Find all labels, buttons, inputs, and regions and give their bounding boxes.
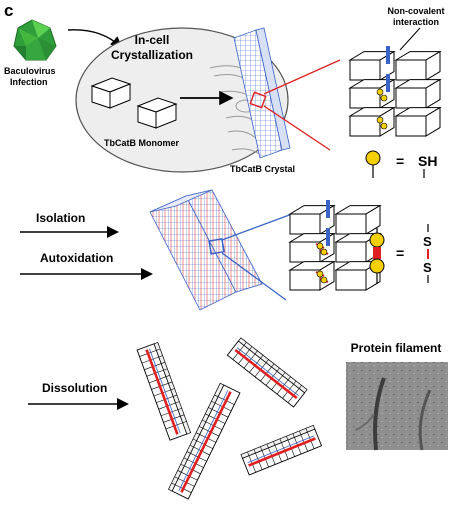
cysteine-dot-2 xyxy=(380,94,388,102)
zoom-line-blue-1 xyxy=(221,213,293,241)
lattice-cube-r0-c1 xyxy=(334,204,382,235)
infection-arrow xyxy=(67,29,123,48)
interface-blue-bar-2 xyxy=(386,74,390,92)
monomer-box-1 xyxy=(90,77,132,109)
monomer-box-2 xyxy=(136,97,178,129)
panel-label: c xyxy=(4,1,13,20)
lattice-cube-r2-c0 xyxy=(288,260,336,291)
filament-group xyxy=(136,337,323,500)
non-covalent-label-line1: Non-covalent xyxy=(387,6,444,16)
lattice-cube-r1-c0 xyxy=(348,78,396,109)
sh-equals: = xyxy=(396,153,404,169)
insect-cell xyxy=(75,27,289,173)
isolation-label: Isolation xyxy=(36,211,85,225)
zoom-line-red-1 xyxy=(263,59,341,95)
crystal-label: TbCatB Crystal xyxy=(230,164,295,174)
sh-label: SH xyxy=(418,153,437,169)
lattice-top xyxy=(348,46,442,137)
interface-blue-bar-1 xyxy=(386,46,390,64)
lattice-cube-r2-c1 xyxy=(394,106,442,137)
cysteine-dot-1 xyxy=(376,88,384,96)
cysteine-dot-2 xyxy=(320,248,328,256)
filament-2 xyxy=(226,337,308,408)
filament-1 xyxy=(136,341,192,441)
zoom-line-blue-2 xyxy=(221,252,287,301)
non-covalent-pointer xyxy=(399,27,421,51)
in-cell-label-line2: Crystallization xyxy=(111,48,193,62)
cysteine-dot-4 xyxy=(320,276,328,284)
disulfide-bond-icon xyxy=(369,228,385,284)
lattice-cube-r0-c1 xyxy=(394,50,442,81)
protein-filament-label: Protein filament xyxy=(351,341,442,355)
filament-4 xyxy=(240,424,323,476)
em-micrograph xyxy=(346,362,448,451)
ss-equals: = xyxy=(396,245,404,261)
in-cell-label-line1: In-cell xyxy=(135,33,170,47)
lattice-cube-r1-c1 xyxy=(394,78,442,109)
tbcatb-crystal-oxidized xyxy=(149,189,263,311)
monomer-label: TbCatB Monomer xyxy=(104,138,179,148)
filament-3 xyxy=(167,382,241,500)
zoom-line-red-2 xyxy=(263,105,331,151)
cysteine-dot-3 xyxy=(376,116,384,124)
interface-blue-bar-1 xyxy=(326,200,330,218)
s-bottom-label: S xyxy=(423,260,432,275)
lattice-oxidized xyxy=(288,200,382,291)
cysteine-dot-4 xyxy=(380,122,388,130)
dissolution-label: Dissolution xyxy=(42,381,107,395)
non-covalent-label-line2: interaction xyxy=(393,17,439,27)
virus-icon xyxy=(13,19,57,61)
s-top-label: S xyxy=(423,234,432,249)
cysteine-dot-3 xyxy=(316,270,324,278)
tbcatb-crystal-top xyxy=(233,27,291,159)
thiol-lollipop-icon xyxy=(365,150,381,178)
lattice-cube-r2-c0 xyxy=(348,106,396,137)
baculovirus-label-line1: Baculovirus xyxy=(4,66,56,76)
autoxidation-label: Autoxidation xyxy=(40,251,113,265)
cysteine-dot-1 xyxy=(316,242,324,250)
lattice-cube-r0-c0 xyxy=(288,204,336,235)
baculovirus-label-line2: Infection xyxy=(10,77,48,87)
lattice-cube-r0-c0 xyxy=(348,50,396,81)
interface-blue-bar-2 xyxy=(326,228,330,246)
